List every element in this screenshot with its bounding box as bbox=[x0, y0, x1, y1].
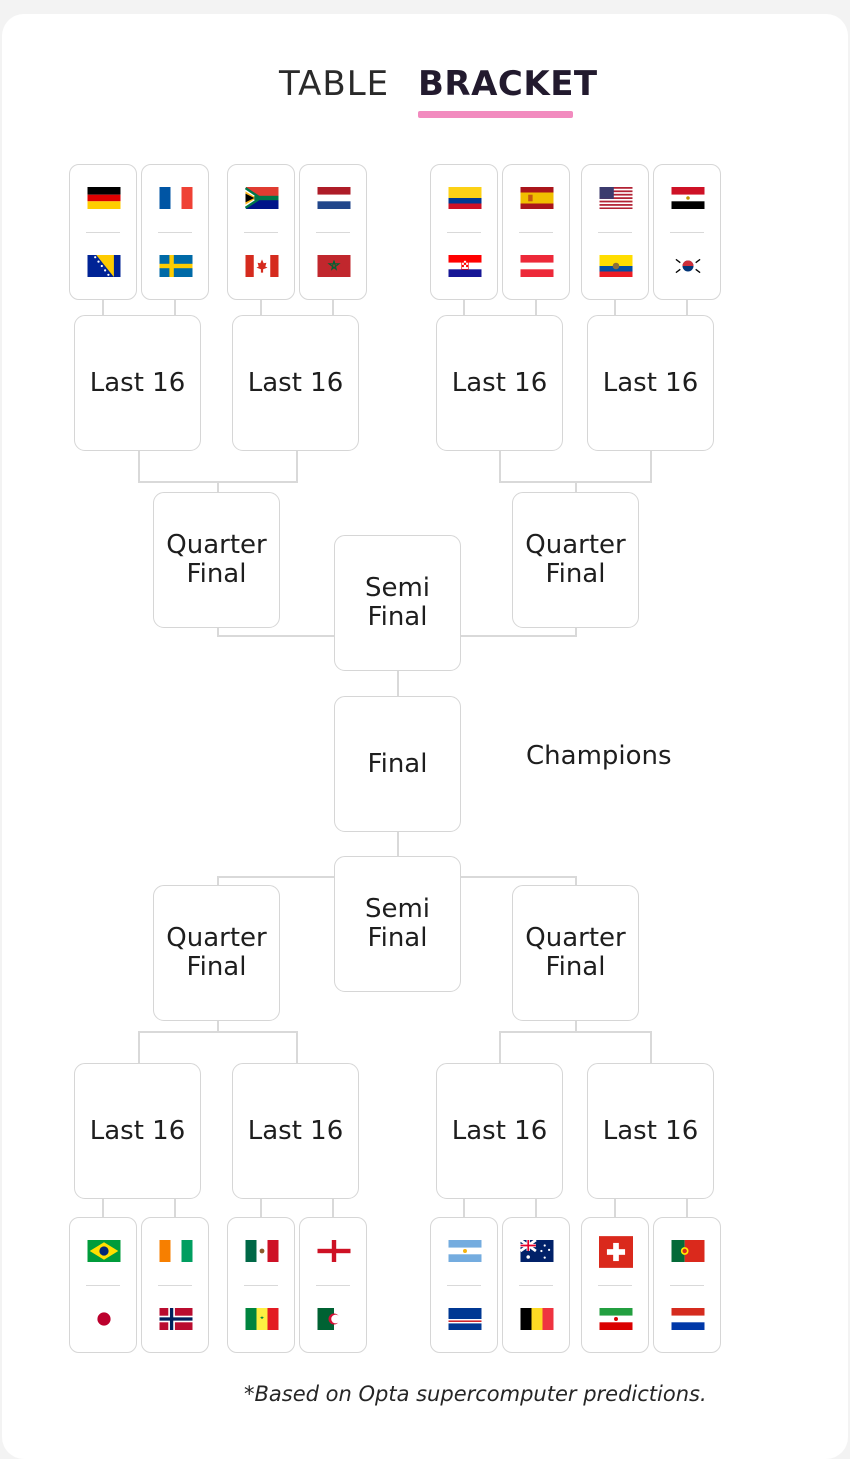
match-pair[interactable] bbox=[581, 1217, 649, 1353]
brazil-flag bbox=[87, 1240, 121, 1262]
australia-flag bbox=[520, 1240, 554, 1262]
senegal-flag bbox=[245, 1308, 279, 1330]
match-pair[interactable] bbox=[69, 164, 137, 300]
match-pair[interactable] bbox=[430, 1217, 498, 1353]
argentina-flag bbox=[448, 1240, 482, 1262]
croatia-flag bbox=[448, 255, 482, 277]
egypt-flag bbox=[671, 187, 705, 209]
algeria-flag bbox=[317, 1308, 351, 1330]
portugal-flag bbox=[671, 1240, 705, 1262]
norway-flag bbox=[159, 1308, 193, 1330]
ivory-coast-flag bbox=[159, 1240, 193, 1262]
ecuador-flag bbox=[599, 255, 633, 277]
paraguay-flag bbox=[671, 1308, 705, 1330]
mexico-flag bbox=[245, 1240, 279, 1262]
footnote: *Based on Opta supercomputer predictions… bbox=[244, 1382, 707, 1406]
final-box[interactable]: Final bbox=[334, 696, 461, 832]
england-flag bbox=[317, 1240, 351, 1262]
match-pair[interactable] bbox=[653, 164, 721, 300]
last16-match-box[interactable]: Last 16 bbox=[74, 1063, 201, 1199]
last16-match-box[interactable]: Last 16 bbox=[587, 315, 714, 451]
last16-match-box[interactable]: Last 16 bbox=[232, 1063, 359, 1199]
south-korea-flag bbox=[671, 255, 705, 277]
sweden-flag bbox=[159, 255, 193, 277]
tab-bracket[interactable]: BRACKET bbox=[418, 64, 598, 104]
netherlands-flag bbox=[317, 187, 351, 209]
bosnia-and-herzegovina-flag bbox=[87, 255, 121, 277]
active-tab-indicator bbox=[418, 111, 573, 118]
france-flag bbox=[159, 187, 193, 209]
japan-flag bbox=[87, 1308, 121, 1330]
match-pair[interactable] bbox=[502, 1217, 570, 1353]
match-pair[interactable] bbox=[141, 164, 209, 300]
match-pair[interactable] bbox=[299, 164, 367, 300]
match-pair[interactable] bbox=[227, 1217, 295, 1353]
austria-flag bbox=[520, 255, 554, 277]
match-pair[interactable] bbox=[581, 164, 649, 300]
spain-flag bbox=[520, 187, 554, 209]
match-pair[interactable] bbox=[653, 1217, 721, 1353]
canada-flag bbox=[245, 255, 279, 277]
last16-match-box[interactable]: Last 16 bbox=[74, 315, 201, 451]
last16-match-box[interactable]: Last 16 bbox=[436, 315, 563, 451]
match-pair[interactable] bbox=[299, 1217, 367, 1353]
belgium-flag bbox=[520, 1308, 554, 1330]
last16-match-box[interactable]: Last 16 bbox=[436, 1063, 563, 1199]
germany-flag bbox=[87, 187, 121, 209]
champions-label: Champions bbox=[526, 741, 672, 771]
south-africa-flag bbox=[245, 187, 279, 209]
cape-verde-flag bbox=[448, 1308, 482, 1330]
match-pair[interactable] bbox=[227, 164, 295, 300]
match-pair[interactable] bbox=[502, 164, 570, 300]
switzerland-flag bbox=[599, 1236, 633, 1268]
colombia-flag bbox=[448, 187, 482, 209]
morocco-flag bbox=[317, 255, 351, 277]
iran-flag bbox=[599, 1308, 633, 1330]
last16-match-box[interactable]: Last 16 bbox=[587, 1063, 714, 1199]
match-pair[interactable] bbox=[141, 1217, 209, 1353]
match-pair[interactable] bbox=[430, 164, 498, 300]
tab-table[interactable]: TABLE bbox=[279, 64, 390, 104]
match-pair[interactable] bbox=[69, 1217, 137, 1353]
last16-match-box[interactable]: Last 16 bbox=[232, 315, 359, 451]
usa-flag bbox=[599, 187, 633, 209]
